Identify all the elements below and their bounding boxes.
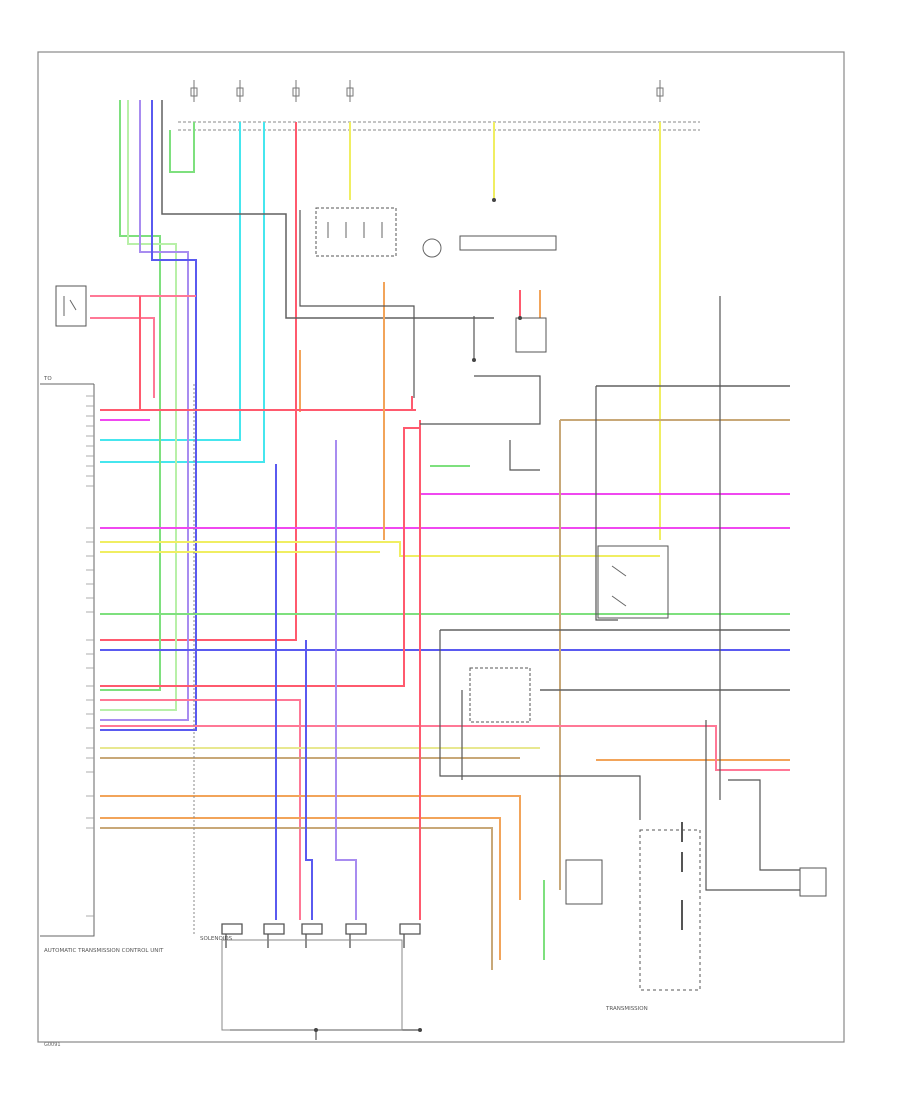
relay-left [55,285,87,327]
label-group: TO AUTOMATIC TRANSMISSION CONTROL UNIT S… [43,376,648,1048]
wire-gray-bundle [161,100,494,319]
wire-blue-bundle [100,100,197,731]
wire-violet-bundle [100,100,189,721]
transmission-connector [639,829,701,991]
diagram-border [37,51,845,1043]
wire-orange-low-2 [100,817,501,960]
wire-green-feed [169,122,195,173]
relay-lower [469,667,531,723]
wire-orange-low-1 [100,795,521,900]
sensor-box-right [515,317,547,353]
wire-pink-low [100,699,301,920]
wire-violet-sol [335,440,357,920]
control-unit-outline [40,384,95,937]
gauge-symbol [422,238,442,258]
footer-code: G0091 [44,1042,61,1048]
control-unit-caption: TO [43,376,52,382]
control-unit-label: AUTOMATIC TRANSMISSION CONTROL UNIT [44,948,164,954]
wire-light-green-bundle [100,100,177,711]
wire-red-feed [100,122,297,641]
wire-green-bundle-1 [100,100,161,691]
relay-right [597,545,669,619]
wire-red-low-1 [100,427,420,687]
splice-points [314,198,522,1032]
wire-tan-low [100,827,493,970]
control-unit [40,383,195,937]
solenoids-label: SOLENOIDS [200,936,233,942]
wire-cyan-feed-1 [100,122,241,441]
wire-blue-sol-2 [305,640,313,920]
wire-pink-relay-right [139,296,416,411]
wire-red-low-2 [100,396,413,411]
sensor-box-right-bottom [799,867,827,897]
wire-cyan-feed-2 [100,122,265,463]
pin-ticks [86,395,94,917]
terminal-bar [459,235,557,251]
sensor-box-bottom [565,859,603,905]
fuse-symbols [190,80,664,102]
wire-pink-relay-2 [90,317,155,398]
ground-wires [230,210,800,1040]
transmission-label: TRANSMISSION [605,1006,648,1012]
wire-yellow-long [100,541,660,557]
fuse-block-top [178,121,700,131]
range-switch-box [315,207,397,257]
wire-harness [90,100,790,970]
solenoid-connectors [221,923,421,1031]
